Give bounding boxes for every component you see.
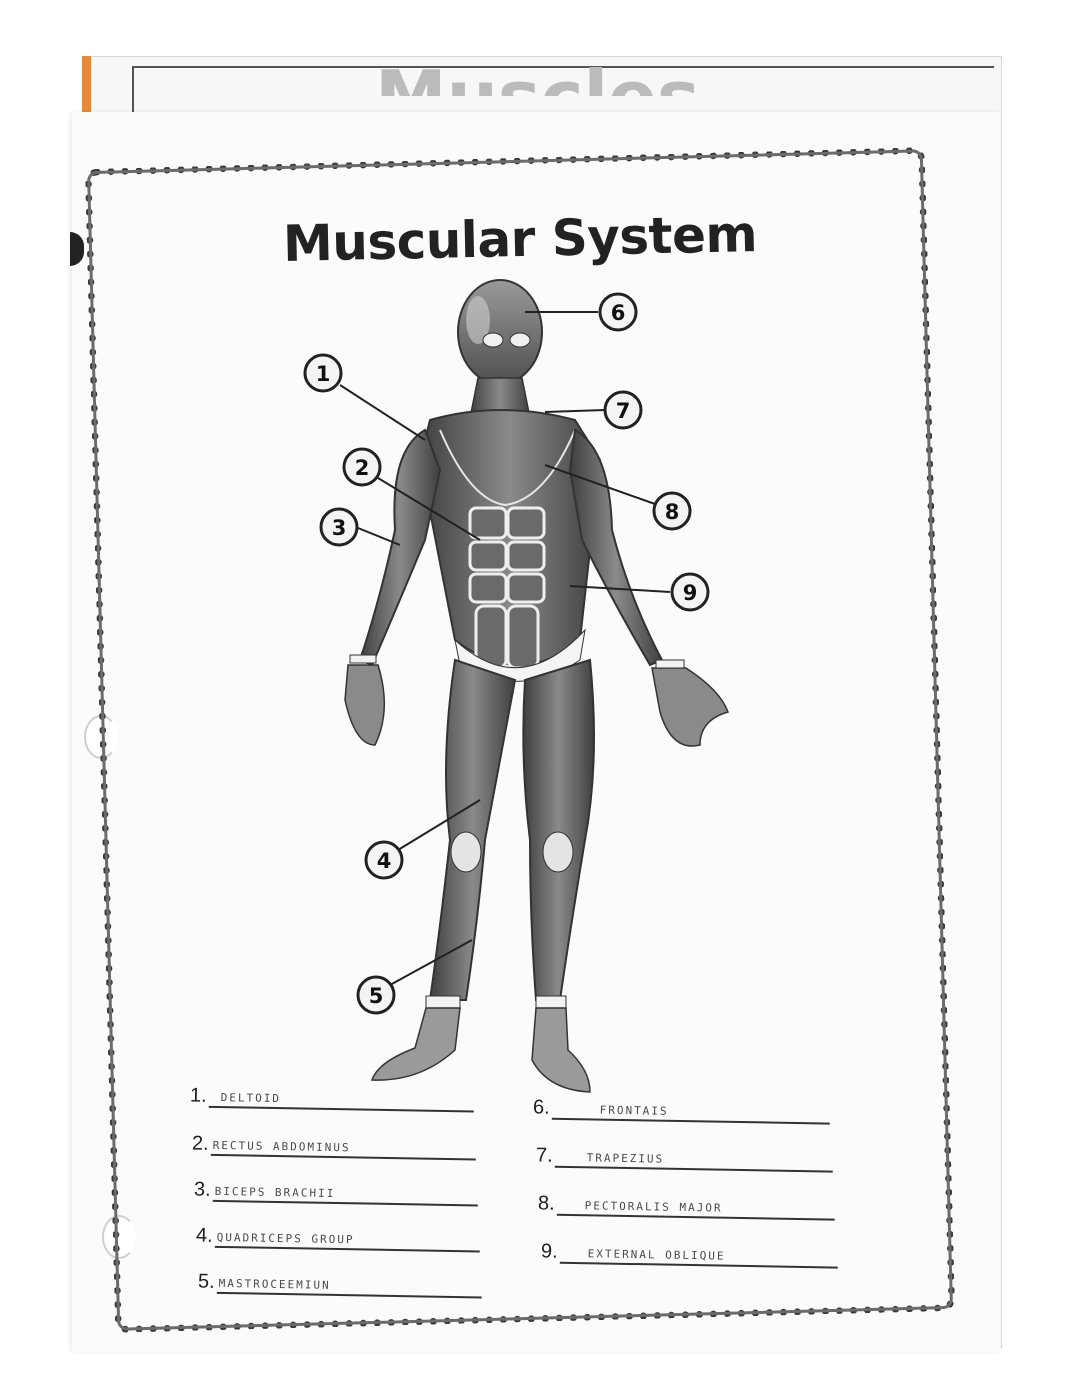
answer-number: 5. [197, 1270, 215, 1293]
answer-5: 5. MASTROCEEMIUN [198, 1266, 482, 1299]
answer-3: 3. BICEPS BRACHII [194, 1174, 478, 1207]
answer-line: QUADRICEPS GROUP [214, 1225, 480, 1253]
answer-1: 1. DELTOID [190, 1080, 474, 1113]
callout-9: 9 [670, 572, 710, 612]
answer-line: MASTROCEEMIUN [216, 1271, 482, 1299]
answer-9: 9. EXTERNAL OBLIQUE [540, 1235, 838, 1269]
callout-3: 3 [319, 507, 359, 547]
answer-text: PECTORALIS MAJOR [584, 1199, 723, 1215]
answer-number: 4. [195, 1224, 213, 1247]
answer-text: QUADRICEPS GROUP [216, 1230, 355, 1247]
callout-7: 7 [603, 390, 643, 430]
callout-2: 2 [342, 447, 382, 487]
callout-8: 8 [652, 491, 692, 531]
answer-number: 7. [535, 1144, 553, 1167]
answer-6: 6. FRONTAIS [532, 1091, 830, 1125]
answer-text: FRONTAIS [599, 1103, 669, 1118]
binder-hole [70, 232, 84, 266]
binder-hole [102, 1215, 136, 1259]
svg-text:5: 5 [369, 984, 384, 1008]
answer-text: MASTROCEEMIUN [218, 1276, 331, 1292]
callout-4: 4 [364, 840, 404, 880]
svg-text:6: 6 [611, 301, 626, 325]
answer-line: BICEPS BRACHII [212, 1179, 478, 1207]
binder-hole [84, 715, 118, 759]
callout-leader-lines [339, 311, 671, 986]
svg-text:3: 3 [332, 516, 347, 540]
answer-number: 2. [191, 1132, 209, 1155]
answer-number: 9. [540, 1240, 558, 1263]
answer-text: TRAPEZIUS [586, 1151, 665, 1166]
callout-5: 5 [356, 975, 396, 1015]
answer-number: 6. [532, 1096, 550, 1119]
answer-text: RECTUS ABDOMINUS [212, 1138, 351, 1155]
answer-text: EXTERNAL OBLIQUE [587, 1247, 726, 1263]
answer-number: 1. [189, 1084, 207, 1107]
orange-tab [82, 56, 91, 114]
svg-text:1: 1 [316, 362, 331, 386]
svg-text:2: 2 [355, 456, 370, 480]
answer-2: 2. RECTUS ABDOMINUS [192, 1128, 476, 1161]
answer-text: DELTOID [220, 1091, 282, 1106]
answer-8: 8. PECTORALIS MAJOR [537, 1187, 835, 1221]
callout-markers: 1 2 3 4 5 6 7 8 [303, 292, 710, 1015]
answer-text: BICEPS BRACHII [214, 1184, 336, 1200]
answer-line: DELTOID [208, 1085, 474, 1113]
answer-number: 8. [537, 1192, 555, 1215]
svg-text:7: 7 [616, 399, 631, 423]
svg-text:4: 4 [377, 849, 392, 873]
human-body-figure [344, 279, 729, 1093]
answer-4: 4. QUADRICEPS GROUP [196, 1220, 480, 1253]
answer-number: 3. [193, 1178, 211, 1201]
back-page-title: Muscles [375, 56, 700, 96]
answer-7: 7. TRAPEZIUS [535, 1139, 833, 1173]
answer-line: RECTUS ABDOMINUS [210, 1133, 476, 1161]
back-title-box [132, 66, 994, 120]
svg-text:9: 9 [683, 581, 698, 605]
callout-6: 6 [598, 292, 638, 332]
callout-1: 1 [303, 353, 343, 393]
svg-text:8: 8 [665, 500, 680, 524]
